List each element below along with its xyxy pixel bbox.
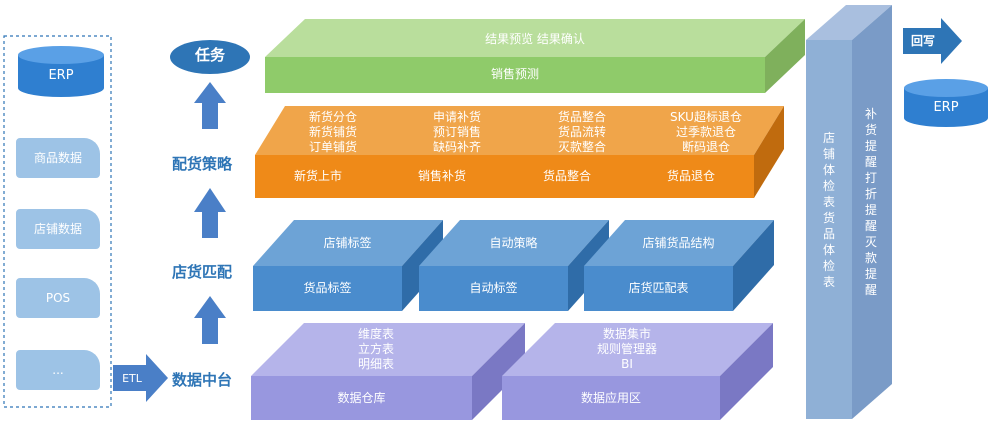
writeback-arrow [903,18,962,64]
flow-arrows [194,82,226,344]
etl-label: ETL [122,372,142,385]
task-label: 任务 [194,46,225,64]
matching-label: 店货匹配 [172,263,233,281]
blue-top-auto-strategy: 自动策略 [489,236,538,250]
purple-blocks [251,323,773,420]
right-pillar [806,5,892,419]
task-ellipse [170,40,250,74]
orange-front-replenish: 销售补货 [417,169,466,183]
purple-top-app-zone: 数据集市 规则管理器 BI [596,327,657,371]
purple-front-warehouse: 数据仓库 [337,391,386,405]
erp-cylinder-left [18,46,104,97]
source-more: ... [16,350,100,390]
erp-label-right: ERP [933,100,959,115]
platform-label: 数据中台 [172,371,233,389]
orange-front-return: 货品退仓 [666,169,715,183]
orange-top-consolidate: 货品整合 货品流转 灭款整合 [557,110,606,154]
orange-front-new-goods: 新货上市 [293,169,342,183]
blue-front-matching-table: 店货匹配表 [628,281,689,295]
green-front-text: 销售预测 [490,67,539,81]
blue-top-store-tags: 店铺标签 [323,236,372,250]
blue-front-goods-tags: 货品标签 [303,281,352,295]
pillar-front-text: 店铺体检表 货品体检表 [822,131,835,289]
orange-front-consolidate: 货品整合 [542,169,591,183]
orange-blocks [255,106,784,198]
orange-top-return: SKU超标退仓 过季款退仓 断码退仓 [670,110,742,154]
source-store-data: 店铺数据 [16,209,100,249]
erp-cylinder-right [904,79,988,127]
blue-blocks [253,220,774,311]
erp-label-left: ERP [48,68,74,83]
source-container [3,35,112,408]
orange-top-replenish: 申请补货 预订销售 缺码补齐 [432,110,481,154]
purple-front-app-zone: 数据应用区 [580,391,641,405]
pillar-side-text: 补货提醒 打折提醒 灭款提醒 [864,107,877,297]
blue-front-auto-tags: 自动标签 [469,281,518,295]
blue-top-store-goods-structure: 店铺货品结构 [642,236,715,250]
writeback-label: 回写 [910,34,935,48]
orange-top-new-goods: 新货分仓 新货铺货 订单铺货 [308,110,357,154]
source-product-data: 商品数据 [16,138,100,178]
source-pos: POS [16,278,100,318]
purple-top-warehouse: 维度表 立方表 明细表 [357,327,394,371]
etl-arrow [113,354,168,402]
strategy-label: 配货策略 [172,155,233,173]
green-block [265,19,805,93]
green-top-text: 结果预览 结果确认 [485,32,585,46]
